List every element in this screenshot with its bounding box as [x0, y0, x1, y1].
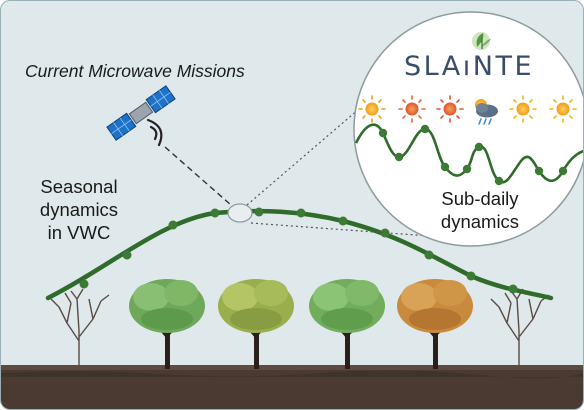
autumn-tree [397, 279, 473, 369]
sun-icon [509, 95, 537, 123]
curve-point [424, 250, 434, 260]
subdaily-point [462, 164, 472, 174]
zoom-connectors [246, 96, 444, 238]
subdaily-point [494, 176, 504, 186]
sun-icon [436, 95, 464, 123]
cloud-rain-sun-icon [475, 99, 498, 125]
green-tree-2 [309, 279, 385, 369]
subdaily-point [420, 124, 430, 134]
leaf-sprout-icon [472, 32, 491, 50]
curve-point [122, 250, 132, 260]
tree-row [50, 279, 550, 369]
curve-point [466, 271, 476, 281]
weather-icons [358, 95, 577, 125]
bare-tree-left [50, 288, 110, 369]
ground [1, 365, 583, 409]
brand-wordmark: SLAıNTE [404, 51, 534, 82]
sun-icon [549, 95, 577, 123]
subdaily-label-line-1: Sub-daily [441, 188, 519, 209]
olive-tree [218, 279, 294, 369]
curve-point [296, 208, 306, 218]
curve-point [168, 220, 178, 230]
subdaily-curve [354, 123, 583, 186]
satellite-icon [106, 85, 176, 141]
seasonal-label-line-2: dynamics [40, 199, 118, 220]
subdaily-point [474, 142, 484, 152]
subdaily-point [378, 128, 388, 138]
seasonal-vwc-curve [45, 207, 554, 301]
curve-point [210, 208, 220, 218]
seasonal-label-line-1: Seasonal [40, 176, 117, 197]
zoom-circle [353, 11, 583, 247]
subdaily-label-line-2: dynamics [441, 211, 519, 232]
curve-point [79, 279, 89, 289]
curve-point [254, 207, 264, 217]
curve-point [508, 284, 518, 294]
curve-markers [79, 207, 518, 294]
zoom-highlight [227, 203, 253, 223]
green-tree-1 [129, 279, 205, 369]
sun-icon [358, 95, 386, 123]
curve-point [338, 216, 348, 226]
bare-tree-right [490, 288, 550, 369]
subdaily-point [440, 162, 450, 172]
satellite-beam [164, 146, 232, 206]
mission-title: Current Microwave Missions [25, 61, 245, 81]
sun-icon [398, 95, 426, 123]
subdaily-point [534, 166, 544, 176]
subdaily-point [394, 152, 404, 162]
signal-waves-icon [146, 118, 163, 147]
seasonal-label-line-3: in VWC [48, 222, 111, 243]
curve-point [380, 228, 390, 238]
subdaily-point [558, 166, 568, 176]
